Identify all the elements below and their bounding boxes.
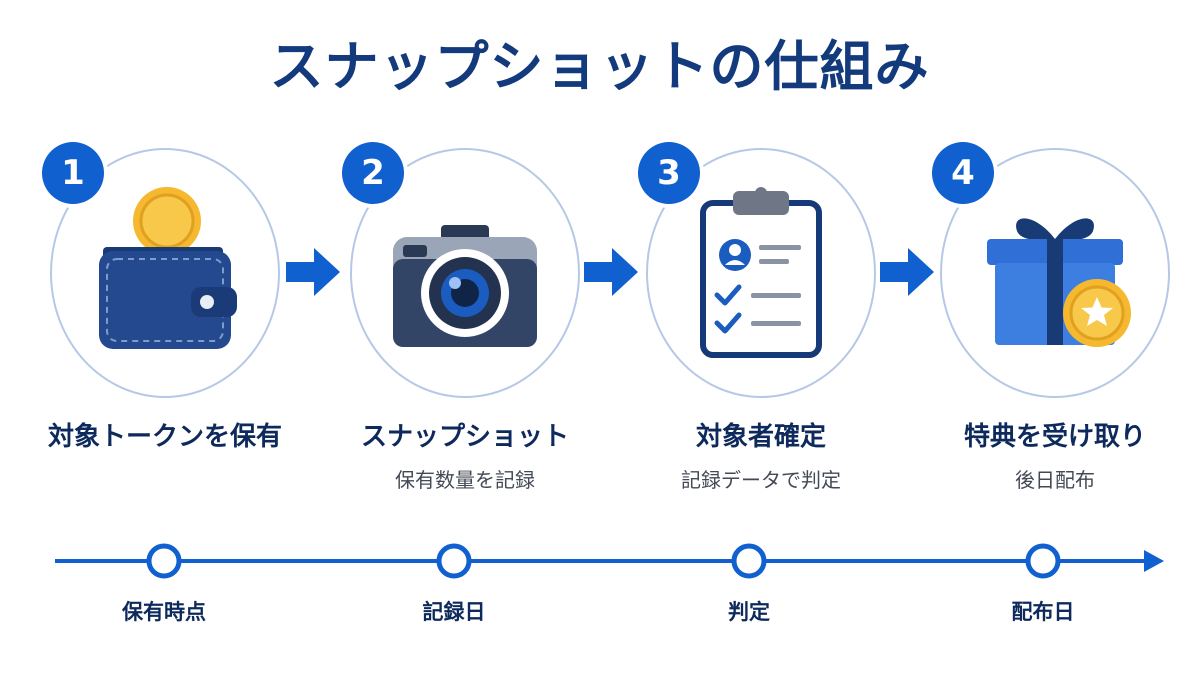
clipboard-checklist-icon — [700, 187, 822, 358]
step-description: 保有数量を記録 — [395, 468, 535, 492]
timeline-label-hold: 保有時点 — [122, 600, 206, 624]
timeline-label-distribute: 配布日 — [1011, 600, 1075, 624]
page-title: スナップショットの仕組み — [269, 35, 930, 98]
timeline-arrowhead — [1144, 550, 1164, 572]
step-label: 対象トークンを保有 — [47, 422, 282, 452]
gift-coin-icon — [987, 218, 1131, 347]
arrow-right-icon — [880, 248, 934, 296]
timeline-point — [146, 543, 182, 579]
step-number-badge: 4 — [932, 142, 994, 204]
step-label: 対象者確定 — [695, 422, 826, 452]
step-number-badge: 3 — [638, 142, 700, 204]
timeline-point — [1025, 543, 1061, 579]
step-label: スナップショット — [360, 422, 569, 452]
step-description: 記録データで判定 — [681, 468, 841, 492]
arrow-right-icon — [286, 248, 340, 296]
timeline-point — [436, 543, 472, 579]
step-number-badge: 2 — [342, 142, 404, 204]
timeline-label-judge: 判定 — [728, 600, 770, 624]
step-number-badge: 1 — [42, 142, 104, 204]
step-description: 後日配布 — [1015, 468, 1095, 492]
timeline-axis — [55, 543, 1164, 579]
arrow-right-icon — [584, 248, 638, 296]
timeline-label-record: 記録日 — [422, 600, 486, 624]
timeline-point — [731, 543, 767, 579]
step-label: 特典を受け取り — [963, 422, 1146, 452]
wallet-coin-icon — [99, 187, 237, 349]
camera-icon — [393, 225, 537, 347]
